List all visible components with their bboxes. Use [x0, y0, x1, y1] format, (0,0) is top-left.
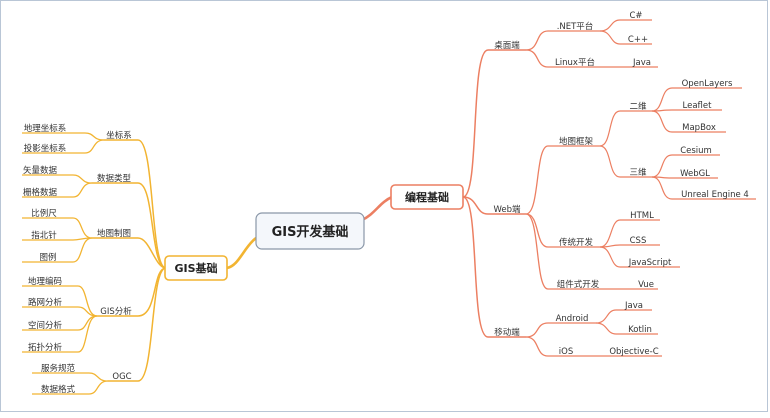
node-item[interactable]: Unreal Engine 4	[681, 190, 749, 200]
category-label: 编程基础	[405, 190, 449, 204]
node-item[interactable]: Kotlin	[628, 325, 652, 335]
left-group-connectors	[92, 139, 167, 382]
node-item[interactable]: C#	[629, 11, 642, 21]
node-sub[interactable]: 传统开发	[559, 237, 594, 248]
node-item[interactable]: C++	[628, 35, 648, 45]
node-item[interactable]: 投影坐标系	[24, 143, 67, 154]
node-item[interactable]: HTML	[630, 211, 654, 221]
node-item[interactable]: Java	[632, 58, 651, 68]
node-group[interactable]: OGC	[112, 372, 131, 382]
node-item[interactable]: 矢量数据	[23, 165, 58, 176]
node-item[interactable]: 空间分析	[28, 320, 63, 331]
left-item-connectors	[22, 132, 109, 395]
node-item[interactable]: 指北针	[31, 230, 57, 241]
node-item[interactable]: OpenLayers	[682, 79, 733, 89]
node-item[interactable]: MapBox	[682, 123, 716, 133]
node-group[interactable]: 数据类型	[97, 173, 132, 184]
node-item[interactable]: 数据格式	[41, 384, 76, 395]
node-group[interactable]: 移动端	[494, 327, 520, 338]
node-subsub[interactable]: 三维	[629, 167, 647, 178]
category-label: GIS基础	[174, 261, 217, 275]
node-item[interactable]: 地理坐标系	[24, 123, 67, 134]
node-item[interactable]: 栅格数据	[23, 187, 58, 198]
node-item[interactable]: JavaScript	[628, 258, 672, 268]
node-sub[interactable]: iOS	[559, 347, 573, 357]
node-group[interactable]: GIS分析	[100, 306, 132, 317]
node-group[interactable]: Web端	[493, 204, 521, 215]
node-item[interactable]: Cesium	[680, 146, 712, 156]
category-node-gis-basics[interactable]: GIS基础	[164, 255, 228, 281]
category-node-programming-basics[interactable]: 编程基础	[390, 184, 464, 210]
node-sub[interactable]: 组件式开发	[557, 279, 600, 290]
right-sub-connectors	[525, 30, 606, 357]
node-item[interactable]: Vue	[638, 280, 654, 290]
node-group[interactable]: 坐标系	[106, 130, 132, 141]
node-item[interactable]: 比例尺	[31, 208, 57, 219]
node-group[interactable]: 地图制图	[97, 228, 131, 239]
node-item[interactable]: Java	[624, 301, 643, 311]
node-item[interactable]: 服务规范	[41, 363, 76, 374]
right-group-connectors	[462, 49, 526, 338]
node-item[interactable]: 路网分析	[28, 297, 63, 308]
node-sub[interactable]: 地图框架	[559, 136, 594, 147]
node-item[interactable]: 拓扑分析	[28, 342, 63, 353]
node-item[interactable]: WebGL	[680, 169, 710, 179]
node-item[interactable]: CSS	[630, 236, 647, 246]
node-item[interactable]: Objective-C	[609, 347, 658, 357]
node-sub[interactable]: Android	[556, 314, 589, 324]
node-subsub[interactable]: 二维	[629, 101, 647, 112]
connector-root-right	[361, 195, 393, 222]
node-group[interactable]: 桌面端	[494, 40, 520, 51]
root-label: GIS开发基础	[272, 224, 349, 240]
root-node[interactable]: GIS开发基础	[255, 212, 365, 250]
node-item[interactable]: 图例	[39, 252, 56, 263]
node-sub[interactable]: .NET平台	[557, 21, 594, 32]
node-sub[interactable]: Linux平台	[555, 57, 595, 68]
right-item-connectors	[595, 19, 756, 357]
node-item[interactable]: Leaflet	[683, 101, 713, 111]
node-item[interactable]: 地理编码	[28, 276, 62, 287]
